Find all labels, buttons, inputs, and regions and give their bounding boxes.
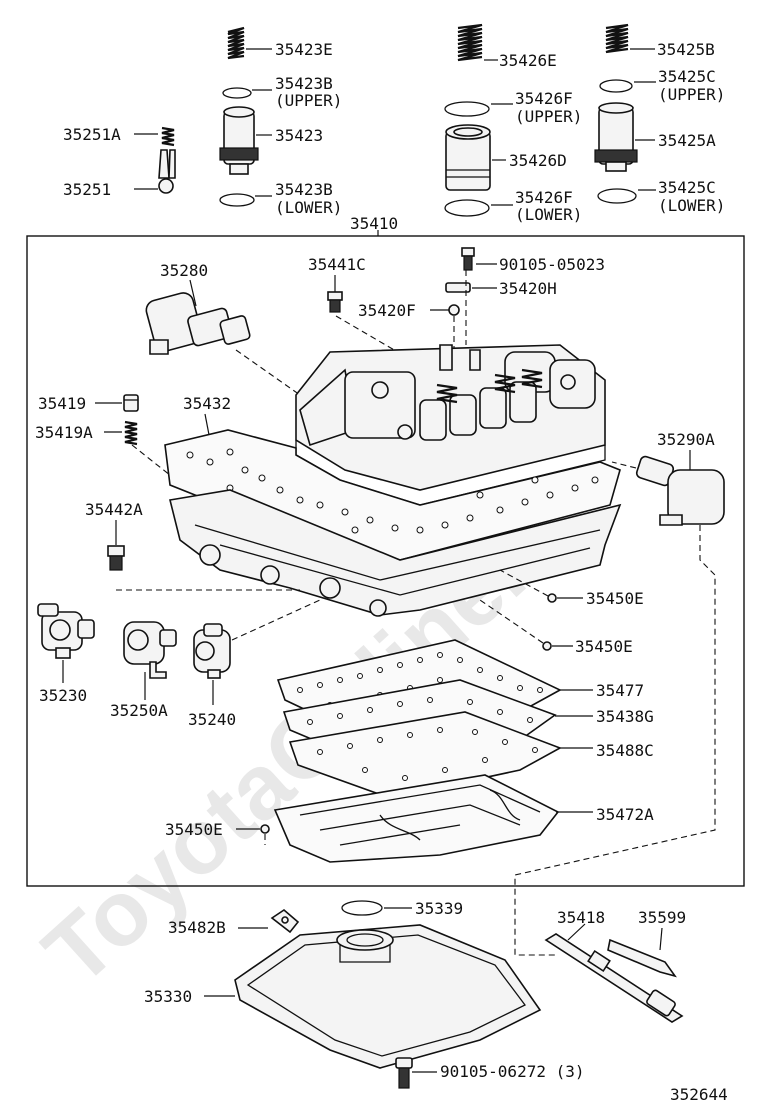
solenoid-35290A <box>635 455 725 526</box>
bolt-90105-06272 <box>395 1057 413 1089</box>
callout-35442A[interactable]: 35442A <box>85 500 143 519</box>
callout-35432[interactable]: 35432 <box>183 394 231 413</box>
callout-90105-06272[interactable]: 90105-06272 (3) <box>440 1062 585 1081</box>
callout-35441C[interactable]: 35441C <box>308 255 366 274</box>
callout-35425C-upper[interactable]: 35425C <box>658 67 716 86</box>
callout-35419A[interactable]: 35419A <box>35 423 93 442</box>
o-ring-35425C-lower <box>597 188 637 204</box>
spring-35251A <box>161 126 175 147</box>
callout-35423B-lower[interactable]: 35423B <box>275 180 333 199</box>
lower-valve-body <box>169 489 622 617</box>
callout-35426D[interactable]: 35426D <box>509 151 567 170</box>
upper-valve-body <box>295 344 606 506</box>
spring-35426E <box>457 23 483 62</box>
callout-35240[interactable]: 35240 <box>188 710 236 729</box>
bolt-90105-05023 <box>461 247 475 271</box>
plug-35441C <box>327 291 343 313</box>
solenoid-35280 <box>145 292 251 355</box>
callout-35423B-upper[interactable]: 35423B <box>275 74 333 93</box>
callout-35450E-1[interactable]: 35450E <box>586 589 644 608</box>
callout-35426E[interactable]: 35426E <box>499 51 557 70</box>
callout-35418[interactable]: 35418 <box>557 908 605 927</box>
callout-35251A[interactable]: 35251A <box>63 125 121 144</box>
o-ring-35423B-upper <box>222 87 252 99</box>
callout-35426F-lower[interactable]: 35426F <box>515 188 573 207</box>
callout-35339[interactable]: 35339 <box>415 899 463 918</box>
callout-35423B-upper-note: (UPPER) <box>275 91 342 110</box>
bracket-35599 <box>607 938 677 978</box>
callout-35230[interactable]: 35230 <box>39 686 87 705</box>
callout-35419[interactable]: 35419 <box>38 394 86 413</box>
check-ball-35251 <box>158 149 176 194</box>
callout-35599[interactable]: 35599 <box>638 908 686 927</box>
solenoid-35250A <box>123 621 177 679</box>
solenoid-35240 <box>193 623 231 679</box>
clip-35420H <box>445 282 471 293</box>
plug-35442A <box>107 545 125 571</box>
callout-35423[interactable]: 35423 <box>275 126 323 145</box>
callout-35425C-lower[interactable]: 35425C <box>658 178 716 197</box>
spring-35423E <box>227 26 245 60</box>
clip-35482B <box>270 908 300 934</box>
ball-35420F <box>448 304 460 316</box>
callout-35477[interactable]: 35477 <box>596 681 644 700</box>
callout-35450E-3[interactable]: 35450E <box>165 820 223 839</box>
ball-35450E-3 <box>260 824 270 834</box>
callout-90105-05023[interactable]: 90105-05023 <box>499 255 605 274</box>
assembly-frame <box>26 235 745 887</box>
filter-35418 <box>544 933 684 1023</box>
o-ring-35426F-lower <box>444 199 490 217</box>
spring-35425B <box>605 23 629 54</box>
diagram-id: 352644 <box>670 1085 728 1104</box>
ball-35450E-2 <box>542 641 552 651</box>
callout-35438G[interactable]: 35438G <box>596 707 654 726</box>
plate-35488C <box>288 711 562 799</box>
callout-35330[interactable]: 35330 <box>144 987 192 1006</box>
callout-35425C-upper-note: (UPPER) <box>658 85 725 104</box>
callout-35425B[interactable]: 35425B <box>657 40 715 59</box>
callout-35426F-lower-note: (LOWER) <box>515 205 582 224</box>
callout-35426F-upper-note: (UPPER) <box>515 107 582 126</box>
ball-35450E-1 <box>547 593 557 603</box>
callout-35250A[interactable]: 35250A <box>110 701 168 720</box>
solenoid-35230 <box>37 603 95 659</box>
callout-35426F-upper[interactable]: 35426F <box>515 89 573 108</box>
callout-35472A[interactable]: 35472A <box>596 805 654 824</box>
valve-spools <box>419 368 543 441</box>
callout-35290A[interactable]: 35290A <box>657 430 715 449</box>
callout-35450E-2[interactable]: 35450E <box>575 637 633 656</box>
piston-35425A <box>594 102 638 172</box>
group-part-label[interactable]: 35410 <box>350 214 398 233</box>
callout-35420F[interactable]: 35420F <box>358 301 416 320</box>
callout-35280[interactable]: 35280 <box>160 261 208 280</box>
o-ring-35426F-upper <box>444 101 490 117</box>
oil-pan-35330 <box>234 924 542 1069</box>
piston-35426D <box>445 124 491 191</box>
callout-35423B-lower-note: (LOWER) <box>275 198 342 217</box>
callout-35251[interactable]: 35251 <box>63 180 111 199</box>
o-ring-35423B-lower <box>219 193 255 207</box>
callout-35423E[interactable]: 35423E <box>275 40 333 59</box>
callout-35488C[interactable]: 35488C <box>596 741 654 760</box>
o-ring-35339 <box>341 900 383 916</box>
callout-35420H[interactable]: 35420H <box>499 279 557 298</box>
plug-35419 <box>123 394 139 412</box>
spring-35419A <box>124 420 138 446</box>
callout-35482B[interactable]: 35482B <box>168 918 226 937</box>
callout-35425A[interactable]: 35425A <box>658 131 716 150</box>
piston-35423 <box>219 106 259 175</box>
callout-35425C-lower-note: (LOWER) <box>658 196 725 215</box>
o-ring-35425C-upper <box>599 79 633 93</box>
valve-body-35472A <box>273 774 560 863</box>
